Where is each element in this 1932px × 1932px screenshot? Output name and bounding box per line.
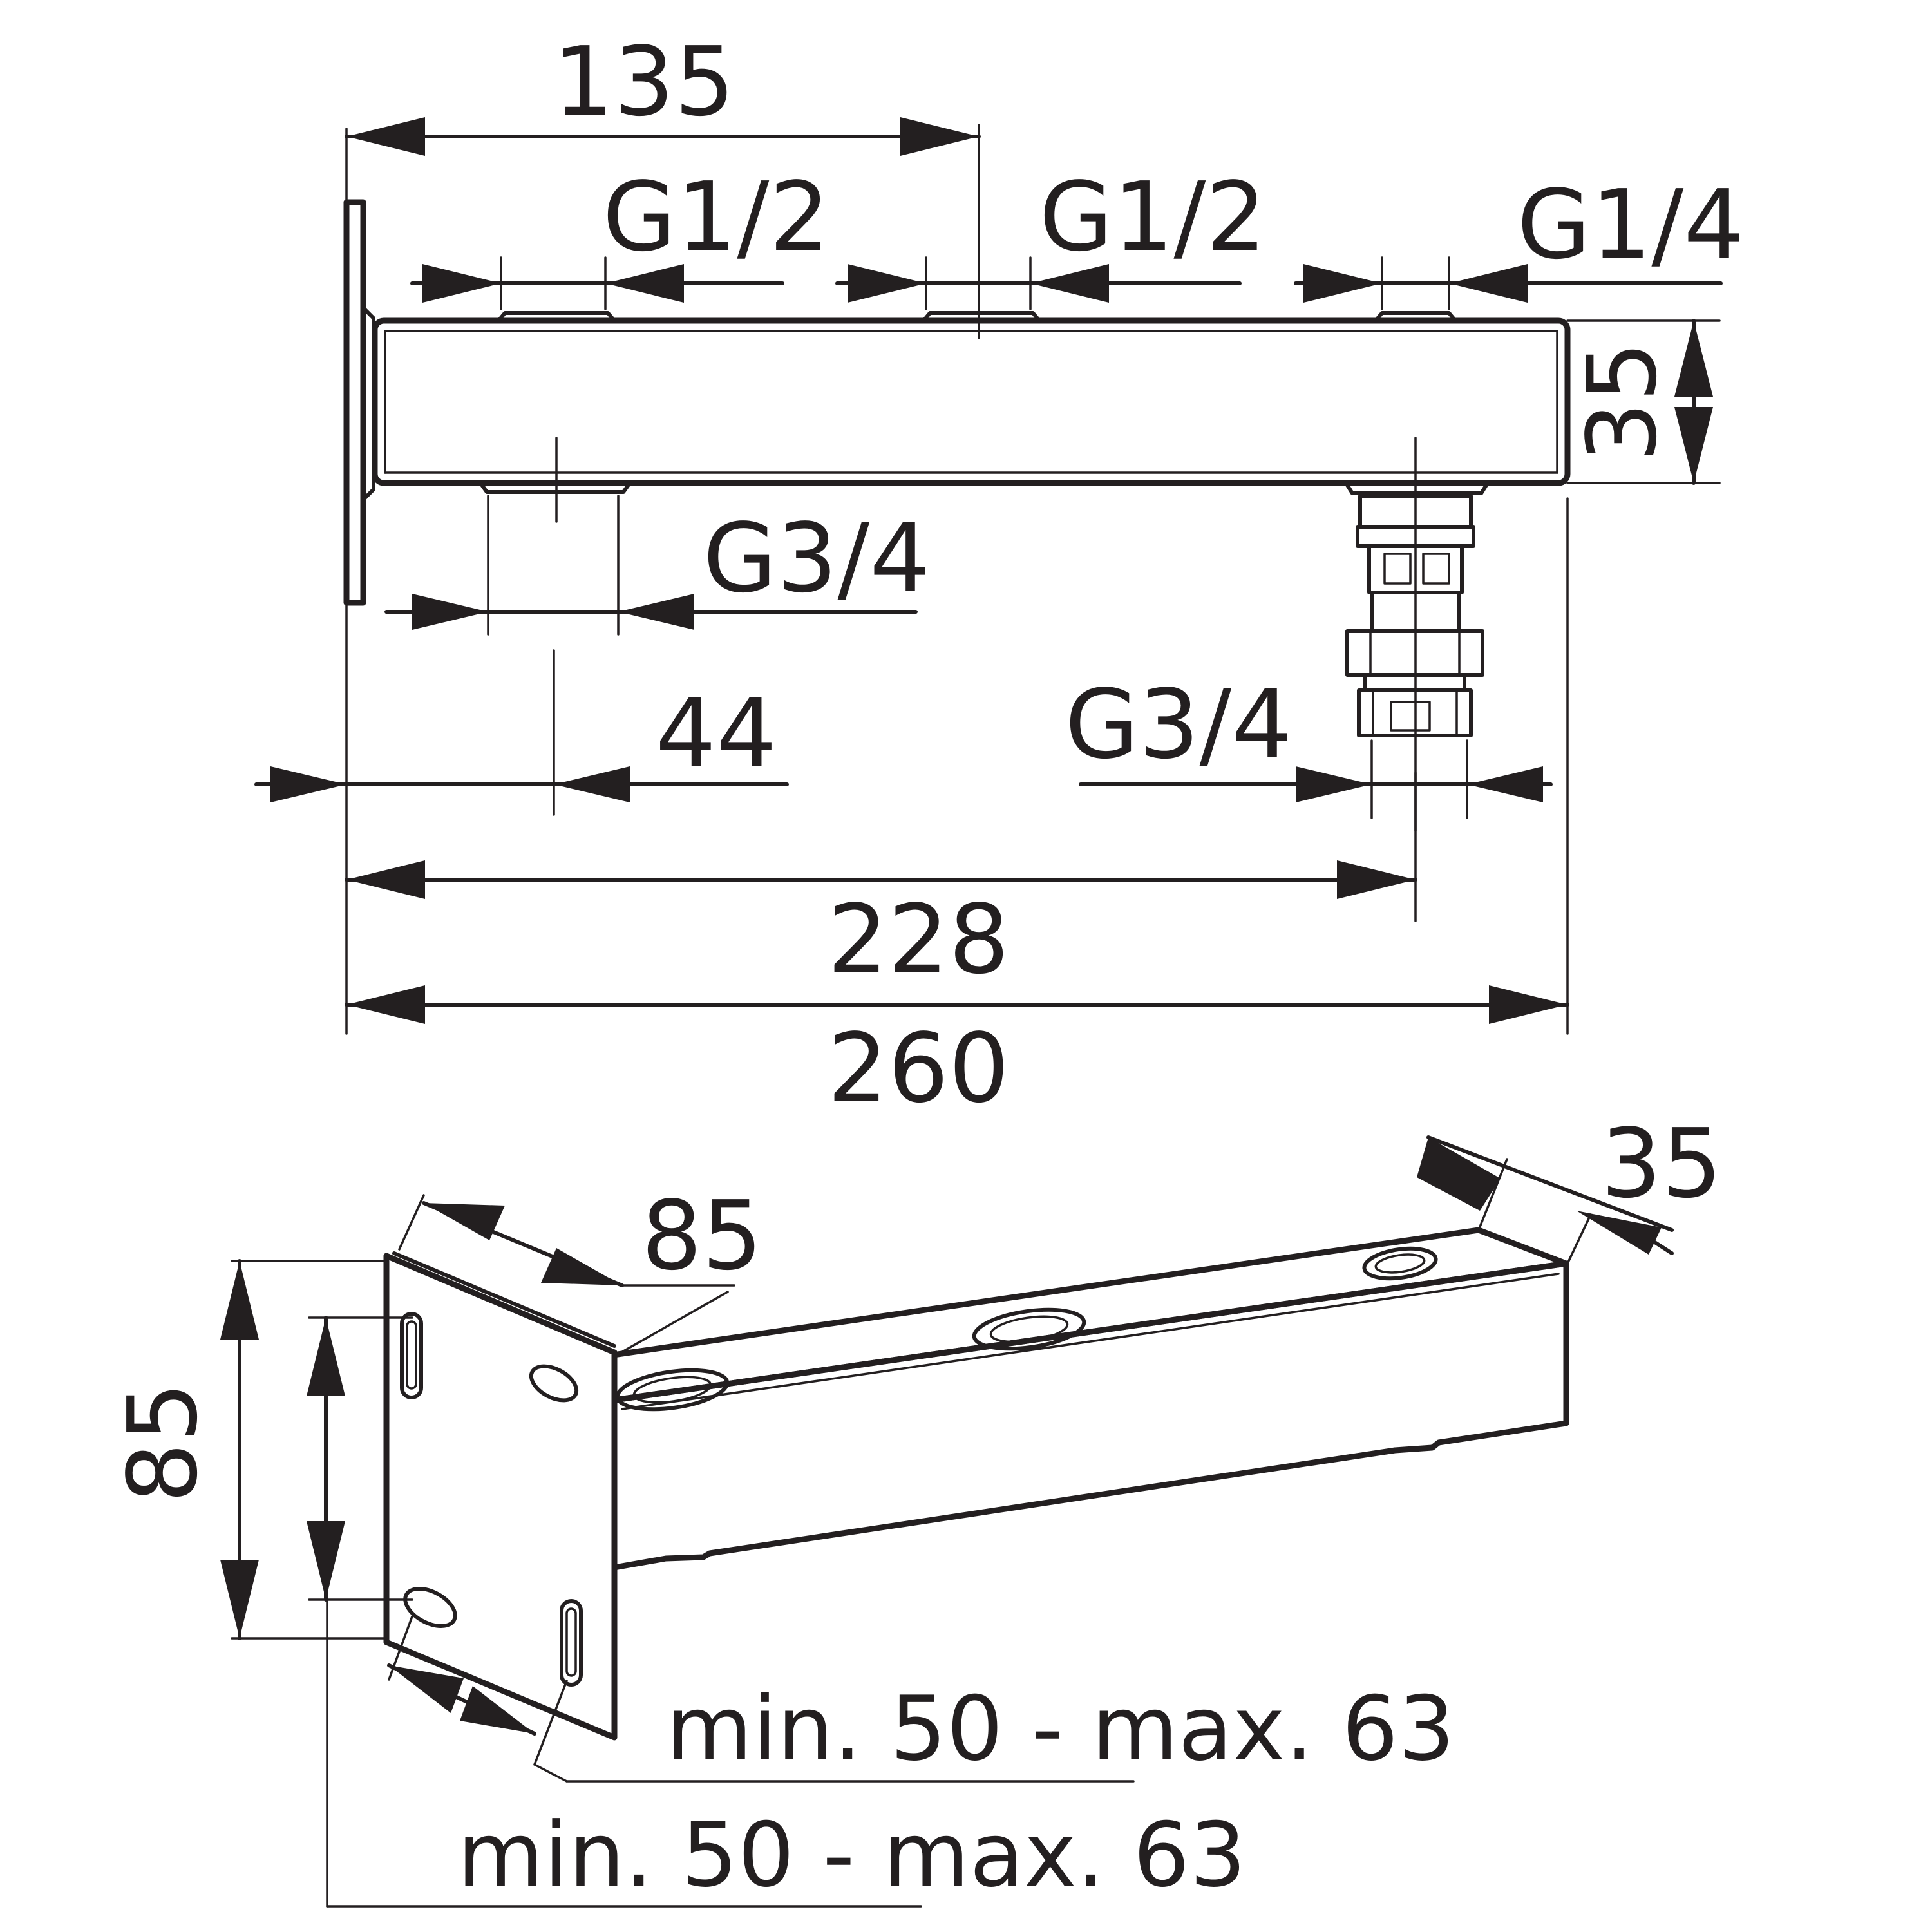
dim-bar-height: 35 xyxy=(1567,341,1678,462)
perspective-view: 85 85 35 min. 50 - max. 63 min. 50 - max… xyxy=(108,1108,1722,1908)
dim-plate-height: 85 xyxy=(108,1382,218,1503)
wall-plate xyxy=(343,199,366,606)
hole-slot-top-left xyxy=(400,1312,423,1399)
thread-top-middle: G1/2 xyxy=(1039,162,1267,272)
bar-front-face xyxy=(611,1260,1569,1571)
hole-slot-bottom-right xyxy=(560,1599,583,1687)
thread-top-left: G1/2 xyxy=(603,162,830,272)
hole-oblique-bottom-left xyxy=(403,1587,457,1628)
dim-135: 135 xyxy=(553,26,735,137)
dim-hole-spacing-vertical: min. 50 - max. 63 xyxy=(457,1803,1246,1907)
top-port-3 xyxy=(1374,311,1457,323)
bottom-port-left xyxy=(478,481,632,494)
thread-top-right: G1/4 xyxy=(1517,169,1745,280)
top-port-1 xyxy=(497,311,616,323)
dim-bar-width: 35 xyxy=(1601,1108,1722,1219)
mounting-plate xyxy=(383,1253,618,1741)
thread-bottom-left: G3/4 xyxy=(703,503,931,614)
hole-oblique-top-right xyxy=(529,1364,579,1403)
main-bar xyxy=(372,317,1571,486)
top-port-2 xyxy=(922,311,1041,323)
dim-260: 260 xyxy=(828,1013,1010,1124)
dim-228: 228 xyxy=(828,884,1010,995)
side-view: 135 G1/2 G1/2 G1/4 35 G3/4 44 xyxy=(254,26,1745,1124)
perspective-ports xyxy=(615,1246,1438,1412)
outlet-fitting xyxy=(1344,437,1490,832)
dim-44: 44 xyxy=(656,678,777,789)
thread-bottom-right: G3/4 xyxy=(1065,669,1293,780)
dim-hole-spacing-horizontal: min. 50 - max. 63 xyxy=(666,1677,1455,1781)
dim-plate-width: 85 xyxy=(641,1180,762,1291)
